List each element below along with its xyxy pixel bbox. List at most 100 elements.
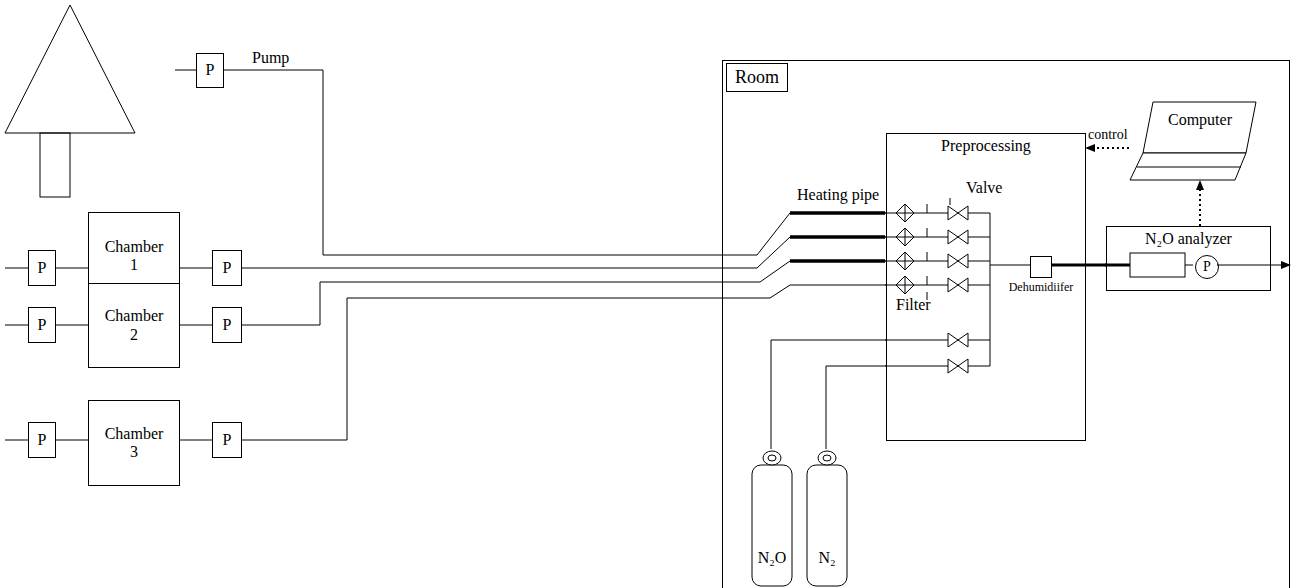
node-text: P xyxy=(1203,259,1211,275)
node-text: P xyxy=(206,61,215,79)
inlet-pipe xyxy=(175,70,196,71)
pump-box: P xyxy=(196,53,224,88)
dehumidifier-box: Dehumidiifer xyxy=(1030,256,1052,278)
filter-symbol xyxy=(896,285,914,286)
node-text: Chamber 1 xyxy=(102,238,166,275)
pump-label: Pump xyxy=(252,49,289,67)
gas-line xyxy=(56,325,88,326)
node-text: Room xyxy=(726,63,788,92)
filter-symbol xyxy=(896,204,914,222)
pump-box: P xyxy=(212,250,242,286)
gas-line xyxy=(771,340,886,449)
valve-row-line xyxy=(885,261,990,262)
valve-symbol xyxy=(948,278,968,292)
node-text: Computer xyxy=(1168,111,1232,129)
filter-symbol xyxy=(896,252,914,270)
heating-pipe-label: Heating pipe xyxy=(797,186,879,204)
gas-cylinder: N₂O xyxy=(751,449,793,587)
signal-arrow xyxy=(1086,147,1129,149)
gas-line xyxy=(180,440,212,441)
laptop-base xyxy=(1130,153,1246,180)
gas-line xyxy=(990,265,1030,266)
pump-circle: P xyxy=(1195,255,1219,279)
filter-symbol xyxy=(896,261,914,262)
laptop-screen xyxy=(1143,102,1256,153)
pump-box: P xyxy=(212,307,242,343)
gas-line xyxy=(180,268,212,269)
pump-box: P xyxy=(28,250,56,286)
node-text: P xyxy=(223,431,232,449)
node-text: Dehumidiifer xyxy=(1009,281,1074,295)
valve-symbol xyxy=(948,230,968,244)
exhaust-arrow xyxy=(1217,265,1290,266)
gas-line xyxy=(56,440,88,441)
filter-symbol xyxy=(896,237,914,238)
gas-line xyxy=(180,325,212,326)
valve-symbol xyxy=(948,254,968,268)
gas-line xyxy=(1052,264,1106,267)
filter-symbol xyxy=(896,213,914,214)
sample-line xyxy=(1185,265,1193,266)
valve-rows xyxy=(885,204,990,373)
gas-line xyxy=(56,268,88,269)
tree-trunk xyxy=(40,133,70,197)
laptop-base xyxy=(1137,167,1241,168)
inlet-pipe xyxy=(5,268,28,269)
filter-symbol xyxy=(927,204,928,213)
pump-box: P xyxy=(28,422,56,458)
filter-symbol xyxy=(927,276,928,285)
gas-line xyxy=(242,261,886,325)
node-text: N₂O xyxy=(758,549,787,567)
node-text: N₂O analyzer xyxy=(1145,230,1232,248)
node-text: Chamber 3 xyxy=(102,425,166,462)
filter-symbol xyxy=(927,252,928,261)
valve-row-line xyxy=(885,285,990,286)
gas-line xyxy=(826,366,886,449)
cylinder-outline xyxy=(751,449,793,587)
valve-symbol xyxy=(948,333,968,347)
gas-line xyxy=(242,285,886,440)
signal-arrow xyxy=(1199,181,1201,226)
valve-row-line xyxy=(885,366,990,367)
filter-label: Filter xyxy=(896,296,931,314)
sample-line xyxy=(1105,264,1130,267)
chamber-box: Chamber 3 xyxy=(88,400,180,486)
gas-line xyxy=(242,237,886,268)
valve-row-line xyxy=(885,340,990,341)
node-text: Chamber 2 xyxy=(102,307,166,344)
valve-label: Valve xyxy=(966,179,1002,197)
cylinder-body xyxy=(752,465,792,586)
valve-symbol xyxy=(948,206,968,220)
node-text: Preprocessing xyxy=(941,137,1031,155)
cylinder-valve xyxy=(818,451,836,465)
node-text: P xyxy=(38,259,47,277)
chamber-box: Chamber 2 xyxy=(88,283,180,368)
filter-symbol xyxy=(927,228,928,237)
valve-symbol xyxy=(948,359,968,373)
node-text: P xyxy=(223,259,232,277)
node-text: P xyxy=(38,316,47,334)
leader-line xyxy=(950,198,951,205)
cylinder-valve xyxy=(768,455,776,461)
manifold-line xyxy=(990,213,991,366)
cylinder-body xyxy=(807,465,847,586)
inlet-pipe xyxy=(5,440,28,441)
pump-box: P xyxy=(212,422,242,458)
cylinder-valve xyxy=(823,455,831,461)
node-text: P xyxy=(38,431,47,449)
filter-symbol xyxy=(896,228,914,246)
tree-crown xyxy=(5,5,135,133)
pump-box: P xyxy=(28,307,56,343)
valve-row-line xyxy=(885,237,990,238)
cylinder-outline xyxy=(806,449,848,587)
node-text: P xyxy=(223,316,232,334)
gas-line xyxy=(224,70,886,255)
unit-box: N₂O analyzerP xyxy=(1106,226,1271,291)
room-boundary: RoomPreprocessingDehumidiifer ComputerN₂O… xyxy=(722,60,1290,588)
inlet-pipe xyxy=(5,325,28,326)
computer-icon: Computer xyxy=(1129,101,1257,181)
cylinder-valve xyxy=(763,451,781,465)
